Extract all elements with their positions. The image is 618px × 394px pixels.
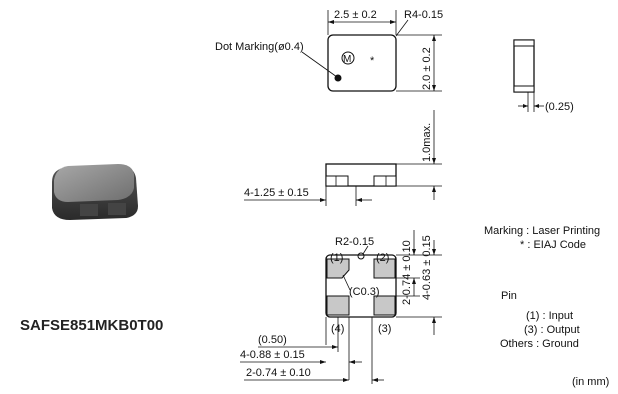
marking-note: Marking : Laser Printing [484,225,600,237]
max-height-dim: 1.0max. [421,123,433,162]
horiz-dim-outer: 2-0.74 ± 0.10 [246,367,311,379]
pin-2-label: (2) [376,252,389,264]
vert-dim-inner: 4-0.63 ± 0.15 [421,235,433,300]
bottom-view: (1) (2) (4) (3) R2-0.15 (C0.3) 2-0.74 ± … [240,230,442,384]
pin-input-note: (1) : Input [526,310,573,322]
pin-others-note: Others : Ground [500,338,579,350]
top-width-dim: 2.5 ± 0.2 [334,9,377,21]
front-side-view: 1.0max. 4-1.25 ± 0.15 [244,110,442,206]
right-side-view: (0.25) [513,39,574,113]
terminal-dim: 4-1.25 ± 0.15 [244,187,309,199]
marking-symbol-m: M [343,54,351,65]
pin-3-label: (3) [378,323,391,335]
part-number: SAFSE851MKB0T00 [20,317,163,334]
notes-block: Marking : Laser Printing * : EIAJ Code P… [484,225,609,388]
bottom-corner-radius: R2-0.15 [335,236,374,248]
units-note: (in mm) [572,376,609,388]
smd-component-photo-icon [52,164,138,220]
eiaj-note: * : EIAJ Code [520,239,586,251]
pin-title: Pin [501,290,517,302]
top-corner-radius: R4-0.15 [404,9,443,21]
pin-1-label: (1) [330,252,343,264]
horiz-dim-gap: (0.50) [258,334,287,346]
horiz-dim-pad: 4-0.88 ± 0.15 [240,349,305,361]
pin-output-note: (3) : Output [524,324,580,336]
dot-marking-label: Dot Marking(ø0.4) [215,41,304,53]
top-height-dim: 2.0 ± 0.2 [421,47,433,90]
chamfer-label: (C0.3) [349,286,380,298]
top-view: 2.5 ± 0.2 R4-0.15 Dot Marking(ø0.4) M * … [215,9,443,92]
vert-dim-outer: 2-0.74 ± 0.10 [401,240,413,305]
side-dim: (0.25) [545,101,574,113]
marking-asterisk: * [370,55,375,67]
